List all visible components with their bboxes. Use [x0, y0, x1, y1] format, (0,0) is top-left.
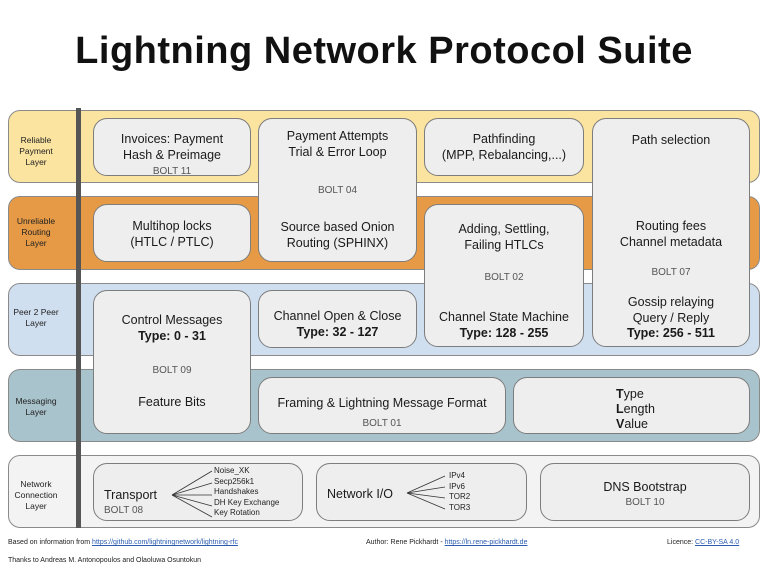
footer-author-link[interactable]: https://ln.rene-pickhardt.de: [444, 539, 528, 546]
adding-settling-box: Adding, Settling, Failing HTLCs BOLT 02 …: [424, 204, 584, 347]
control-messages-text: Control Messages: [121, 313, 223, 327]
tlv-length-initial: L: [616, 402, 624, 416]
routing-fees-text: Routing fees Channel metadata: [619, 219, 723, 249]
transport-box: Transport BOLT 08 Noise_XK Secp256k1 Han…: [93, 463, 303, 521]
tlv-value-line: Value: [616, 417, 655, 432]
gossip-relaying-text: Gossip relaying Query / Reply: [627, 295, 715, 325]
transport-text: Transport: [104, 488, 158, 502]
footer-source-label: Based on information from: [8, 539, 93, 546]
layer-label-network-connection: Network Connection Layer: [14, 479, 58, 511]
layer-label-unreliable-routing: Unreliable Routing Layer: [16, 216, 56, 248]
payment-attempts-text: Payment Attempts Trial & Error Loop: [286, 129, 389, 159]
feature-bits-text: Feature Bits: [138, 395, 206, 409]
network-io-items: IPv4 IPv6 TOR2 TOR3: [449, 471, 470, 513]
dns-bootstrap-box: DNS Bootstrap BOLT 10: [540, 463, 750, 521]
tlv-type-line: Type: [616, 387, 655, 402]
channel-open-close-box: Channel Open & Close Type: 32 - 127: [258, 290, 417, 348]
transport-fan-lines: [171, 470, 213, 518]
path-selection-bolt: BOLT 07: [651, 267, 691, 278]
footer-licence-label: Licence:: [667, 539, 696, 546]
layer-label-messaging: Messaging Layer: [15, 396, 57, 417]
network-io-box: Network I/O IPv4 IPv6 TOR2 TOR3: [316, 463, 527, 521]
framing-text: Framing & Lightning Message Format: [277, 396, 487, 410]
channel-state-type-range: Type: 128 - 255: [459, 326, 549, 340]
framing-bolt: BOLT 01: [362, 418, 402, 429]
transport-bolt: BOLT 08: [104, 505, 144, 516]
network-io-item: IPv6: [449, 481, 466, 491]
adding-settling-text: Adding, Settling, Failing HTLCs: [458, 222, 550, 252]
pathfinding-box: Pathfinding (MPP, Rebalancing,...): [424, 118, 584, 176]
channel-open-type-range: Type: 32 - 127: [296, 325, 379, 339]
network-io-text: Network I/O: [327, 487, 393, 501]
footer-licence: Licence: CC-BY-SA 4.0: [667, 539, 739, 546]
multihop-locks-box: Multihop locks (HTLC / PTLC): [93, 204, 251, 262]
tlv-lines: Type Length Value: [616, 387, 655, 432]
transport-items: Noise_XK Secp256k1 Handshakes DH Key Exc…: [214, 466, 279, 519]
network-io-item: TOR2: [449, 492, 471, 501]
network-io-item: IPv4: [449, 471, 466, 480]
footer-licence-link[interactable]: CC-BY-SA 4.0: [695, 539, 740, 546]
tlv-length-line: Length: [616, 402, 655, 417]
path-selection-text: Path selection: [631, 133, 711, 147]
invoices-box: Invoices: Payment Hash & Preimage BOLT 1…: [93, 118, 251, 177]
control-messages-bolt: BOLT 09: [152, 365, 192, 376]
payment-attempts-box: Payment Attempts Trial & Error Loop BOLT…: [258, 118, 417, 262]
pathfinding-text: Pathfinding (MPP, Rebalancing,...): [441, 132, 567, 162]
transport-item: Secp256k1: [214, 476, 255, 486]
dns-bootstrap-bolt: BOLT 10: [625, 497, 665, 508]
transport-item: Handshakes: [214, 487, 259, 496]
network-io-fan-lines: [406, 475, 446, 510]
path-selection-box: Path selection Routing fees Channel meta…: [592, 118, 750, 347]
layer-separator-bar: [76, 108, 81, 528]
channel-state-machine-text: Channel State Machine: [439, 310, 569, 324]
footer-thanks: Thanks to Andreas M. Antonopoulos and Ol…: [8, 557, 202, 564]
transport-item: Key Rotation: [214, 508, 260, 517]
network-io-item: TOR3: [449, 502, 471, 512]
tlv-type-initial: T: [616, 387, 624, 401]
gossip-type-range: Type: 256 - 511: [626, 326, 715, 340]
invoices-bolt: BOLT 11: [152, 166, 192, 177]
layer-label-peer-to-peer: Peer 2 Peer Layer: [13, 307, 59, 328]
footer-author-label: Author: Rene Pickhardt -: [366, 539, 445, 546]
footer-source: Based on information from https://github…: [8, 539, 238, 546]
adding-settling-bolt: BOLT 02: [484, 272, 524, 283]
control-messages-type-range: Type: 0 - 31: [138, 329, 206, 343]
invoices-text: Invoices: Payment Hash & Preimage: [120, 132, 224, 162]
transport-item: Noise_XK: [214, 466, 250, 475]
layer-label-reliable-payment: Reliable Payment Layer: [19, 135, 53, 167]
footer-source-link[interactable]: https://github.com/lightningnetwork/ligh…: [92, 539, 238, 546]
tlv-length-rest: ength: [623, 402, 655, 416]
framing-box: Framing & Lightning Message Format BOLT …: [258, 377, 506, 434]
tlv-value-initial: V: [616, 417, 625, 431]
multihop-locks-text: Multihop locks (HTLC / PTLC): [130, 219, 214, 249]
control-messages-box: Control Messages Type: 0 - 31 BOLT 09 Fe…: [93, 290, 251, 434]
transport-item: DH Key Exchange: [214, 497, 280, 507]
dns-bootstrap-text: DNS Bootstrap: [603, 480, 687, 494]
tlv-box: Type Length Value: [513, 377, 750, 434]
footer-author: Author: Rene Pickhardt - https://ln.rene…: [366, 539, 527, 546]
channel-open-close-text: Channel Open & Close: [273, 309, 402, 323]
tlv-type-rest: ype: [623, 387, 644, 401]
page-title: Lightning Network Protocol Suite: [75, 30, 693, 72]
payment-attempts-bolt: BOLT 04: [317, 185, 358, 196]
tlv-value-rest: alue: [624, 417, 648, 431]
onion-routing-text: Source based Onion Routing (SPHINX): [280, 220, 395, 250]
